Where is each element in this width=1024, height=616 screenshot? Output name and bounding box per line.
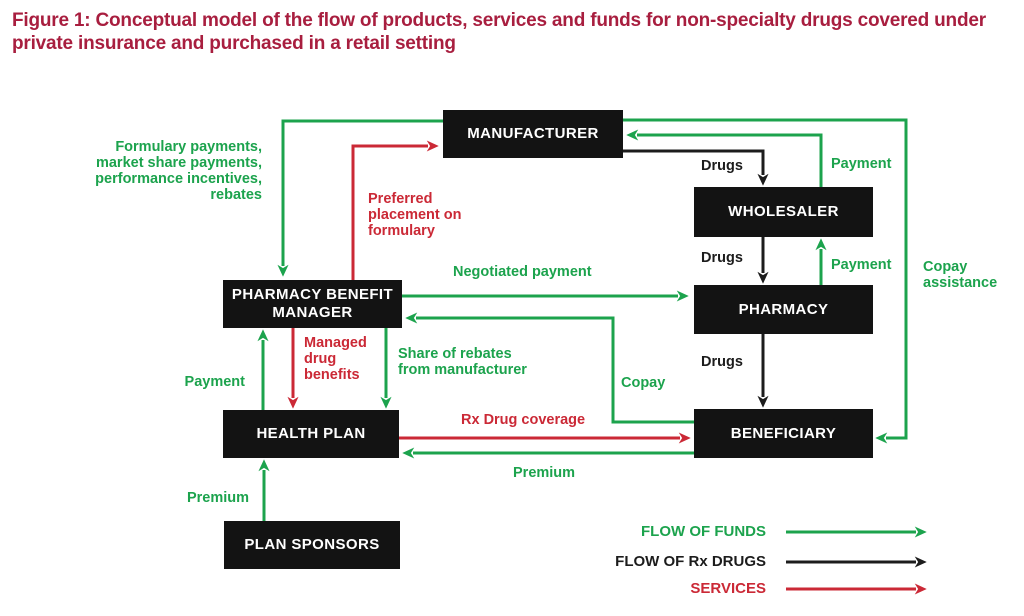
box-pharmacy: PHARMACY	[694, 285, 873, 334]
arrow-preferred-placement	[351, 140, 439, 280]
legend-services: SERVICES	[690, 580, 766, 597]
arrow-formulary-payments	[277, 119, 443, 277]
arrow-copay-assistance	[623, 118, 908, 444]
arrow-payment-wholesaler-to-manufacturer	[626, 129, 823, 187]
label-premium-sponsors: Premium	[186, 490, 249, 506]
box-health-plan: HEALTH PLAN	[223, 410, 399, 458]
label-copay-assistance: Copay assistance	[923, 259, 998, 291]
label-payment-pharmacy: Payment	[831, 257, 892, 273]
label-negotiated-payment: Negotiated payment	[453, 264, 592, 280]
label-premium-beneficiary: Premium	[513, 465, 576, 481]
arrow-drugs-manufacturer-to-wholesaler	[623, 149, 769, 186]
figure-title: Figure 1: Conceptual model of the flow o…	[12, 10, 986, 54]
label-share-of-rebates: Share of rebates from manufacturer	[398, 346, 527, 378]
label-payment-health-plan: Payment	[184, 374, 245, 390]
label-preferred-placement: Preferred placement on formulary	[368, 191, 462, 239]
box-beneficiary: BENEFICIARY	[694, 409, 873, 458]
arrow-copay-beneficiary-to-pbm	[405, 312, 694, 424]
label-copay: Copay	[621, 375, 666, 391]
label-payment-wholesaler: Payment	[831, 156, 892, 172]
box-wholesaler: WHOLESALER	[694, 187, 873, 237]
box-manufacturer: MANUFACTURER	[443, 110, 623, 158]
label-managed-drug-benefits: Managed drug benefits	[304, 335, 367, 383]
legend-flow-of-rx-drugs: FLOW OF Rx DRUGS	[615, 553, 766, 570]
box-plan-sponsors: PLAN SPONSORS	[224, 521, 400, 569]
legend-flow-of-funds: FLOW OF FUNDS	[641, 523, 766, 540]
label-drugs-2: Drugs	[701, 250, 743, 266]
label-rx-drug-coverage: Rx Drug coverage	[461, 412, 586, 428]
label-formulary-payments: Formulary payments, market share payment…	[95, 139, 262, 203]
label-drugs-1: Drugs	[701, 158, 743, 174]
label-drugs-3: Drugs	[701, 354, 743, 370]
box-pharmacy-benefit-manager: PHARMACY BENEFIT MANAGER	[223, 280, 402, 328]
